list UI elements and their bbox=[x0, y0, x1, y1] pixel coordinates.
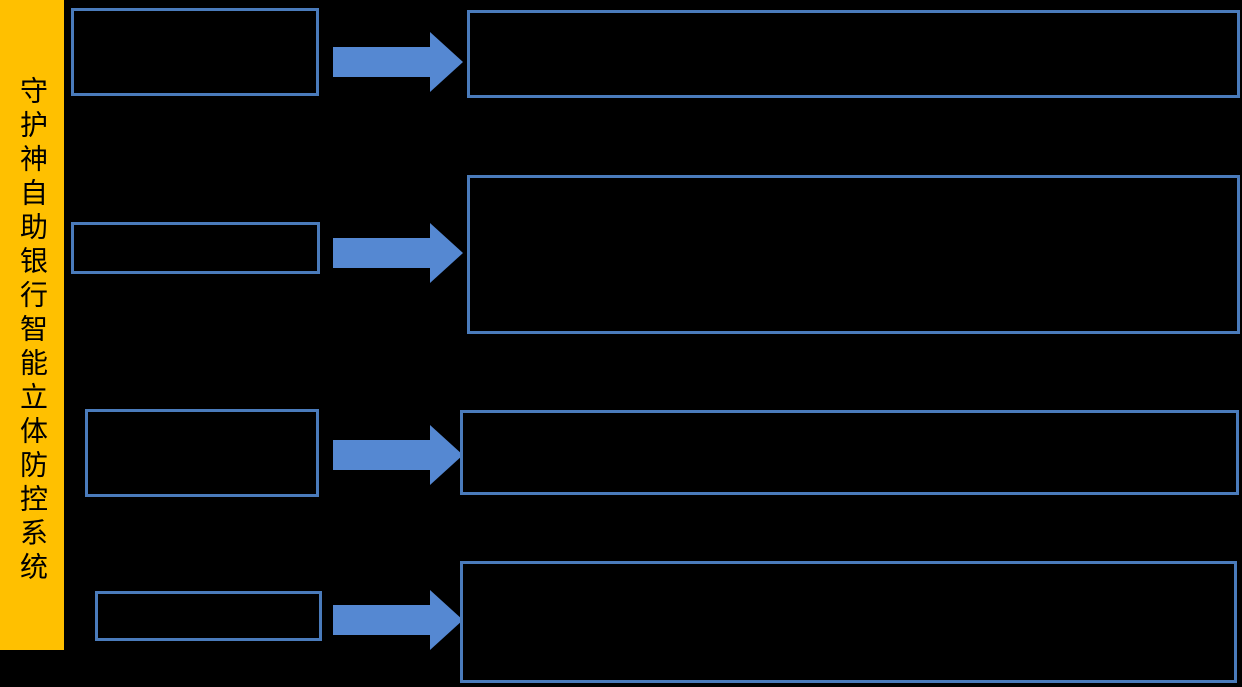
arrow-right-icon bbox=[333, 223, 463, 283]
arrow-right-icon bbox=[333, 425, 463, 485]
arrow-right-icon bbox=[333, 590, 463, 650]
flow-row-3-target-box bbox=[460, 410, 1239, 495]
title-banner: 守护神自助银行智能立体防控系统 bbox=[0, 0, 64, 650]
flow-row-2-source-box bbox=[71, 222, 320, 274]
flow-row-2-target-box bbox=[467, 175, 1240, 334]
flow-row-3-source-box bbox=[85, 409, 319, 497]
flow-row-1-target-box bbox=[467, 10, 1240, 98]
flow-row-4-target-box bbox=[460, 561, 1237, 683]
flow-row-1-source-box bbox=[71, 8, 319, 96]
arrow-right-icon bbox=[333, 32, 463, 92]
flow-row-4-source-box bbox=[95, 591, 322, 641]
banner-vertical-title: 守护神自助银行智能立体防控系统 bbox=[16, 76, 49, 586]
